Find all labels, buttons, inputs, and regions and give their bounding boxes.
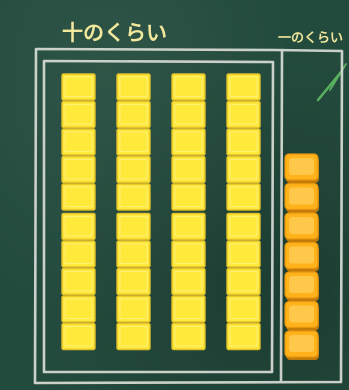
rod-cube [227,74,260,100]
one-cube-highlight [289,276,314,293]
ten-rod [62,74,95,350]
ten-rod [172,74,205,350]
rod-cube [172,102,205,128]
one-cube-highlight [289,188,314,205]
one-cube [285,331,319,360]
one-cube [285,154,319,183]
one-cube [285,302,319,331]
one-cube [285,184,319,213]
ones-place-heading: 一のくらい [278,31,343,46]
one-cube [285,213,319,242]
one-cube [285,272,319,301]
rod-cube [117,74,150,100]
one-cube-highlight [289,247,314,264]
one-cube-highlight [289,306,314,323]
ones-cubes-group [285,154,319,360]
rod-cube [62,102,95,128]
one-cube-highlight [289,335,314,352]
rod-cube [117,102,150,128]
one-cube-highlight [289,158,314,175]
tens-rods-group [62,74,260,350]
ten-rod [227,74,260,350]
rod-cube [62,74,95,100]
rod-cube [172,74,205,100]
one-cube-highlight [289,217,314,234]
one-cube [285,243,319,272]
rod-cube [227,102,260,128]
ten-rod [117,74,150,350]
tens-place-heading: 十のくらい [62,21,167,45]
table-divider [281,50,282,382]
